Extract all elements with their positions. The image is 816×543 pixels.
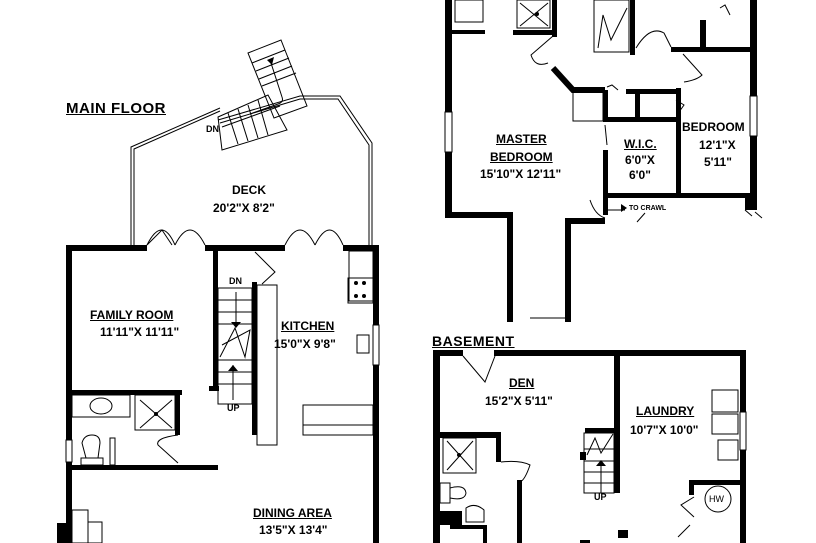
to-crawl-label: TO CRAWL — [629, 205, 667, 212]
deck-room-dims: 20'2"X 8'2" — [213, 201, 275, 215]
basement-walls — [433, 350, 746, 543]
dining-area-name: DINING AREA — [253, 506, 332, 520]
den-name: DEN — [509, 376, 535, 390]
family-room-dims: 11'11"X 11'11" — [100, 325, 180, 339]
wic-name: W.I.C. — [624, 137, 657, 151]
laundry-dims: 10'7"X 10'0" — [630, 423, 699, 437]
kitchen-dims: 15'0"X 9'8" — [274, 337, 336, 351]
deck-stair-dn-label: DN — [206, 124, 219, 134]
master-bedroom-dims: 15'10"X 12'11" — [480, 167, 562, 181]
master-bedroom-name-2: BEDROOM — [490, 150, 553, 164]
main-floor-details — [71, 229, 374, 543]
wic-dims-1: 6'0"X — [625, 153, 655, 167]
water-heater-label: HW — [709, 494, 724, 504]
main-floor-title: MAIN FLOOR — [66, 100, 166, 117]
main-floor-walls — [57, 245, 379, 543]
dining-area-dims: 13'5"X 13'4" — [259, 523, 328, 537]
kitchen-name: KITCHEN — [281, 319, 335, 333]
basement-stair-up-label: UP — [594, 492, 607, 502]
deck-room-name: DECK — [232, 183, 267, 197]
basement-title: BASEMENT — [432, 333, 515, 349]
bedroom-name: BEDROOM — [682, 120, 745, 134]
wic-dims-2: 6'0" — [629, 168, 651, 182]
family-room-name: FAMILY ROOM — [90, 308, 174, 322]
main-stair-up-label: UP — [227, 403, 240, 413]
bedroom-dims-2: 5'11" — [704, 155, 732, 169]
basement-details — [439, 355, 739, 538]
laundry-name: LAUNDRY — [636, 404, 695, 418]
bedroom-dims-1: 12'1"X — [699, 138, 736, 152]
main-stair-dn-label: DN — [229, 276, 242, 286]
deck-railing — [130, 95, 373, 245]
master-bedroom-name-1: MASTER — [496, 132, 547, 146]
den-dims: 15'2"X 5'11" — [485, 394, 553, 408]
deck-stair — [217, 39, 308, 151]
